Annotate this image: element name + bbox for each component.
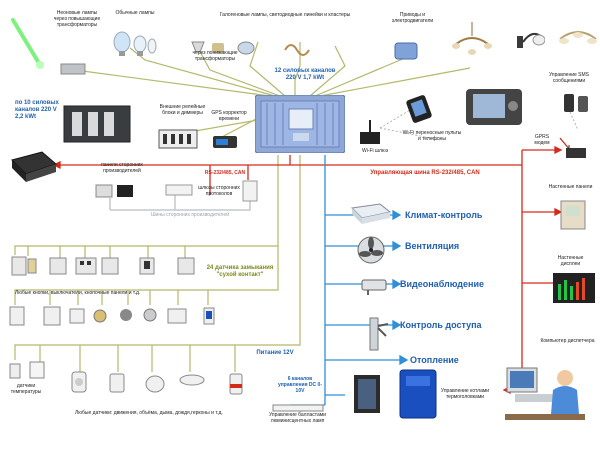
system-heating-label: Отопление	[410, 355, 459, 365]
gateways-bus-label: Шины сторонних производителей	[150, 212, 230, 218]
control-bus-label: Управляющая шина RS-232/485, CAN	[370, 170, 480, 176]
wall-display-icon	[552, 272, 596, 309]
dimmer-box-icon	[8, 148, 58, 191]
power-12v-label: Питание 12V	[256, 350, 294, 356]
ordinary-lamps-label: Обычные лампы	[115, 10, 155, 16]
wall-displays-label: Настенные дисплеи	[557, 255, 584, 267]
boiler-icon	[398, 368, 438, 425]
gateways-label: шлюзы сторонних протоколов	[198, 185, 240, 197]
relay-blocks-label: Внешние релейные блоки и диммеры	[159, 104, 206, 116]
motor-drive-icon	[393, 40, 421, 67]
ceiling-lamp-icon	[558, 25, 598, 52]
neon-tube-icon	[8, 15, 48, 75]
air-conditioner-icon	[348, 200, 392, 233]
ballast-label: Управление балластами люминисцентных лам…	[268, 412, 327, 424]
power-module-icon	[62, 98, 132, 151]
gps-module-icon	[212, 134, 238, 155]
rs-bus-short-label: RS-232/485, CAN	[204, 170, 246, 176]
wifi-router-icon	[357, 118, 383, 151]
drives-label: Приводы и электродвигатели	[391, 12, 434, 24]
dc-channels-label: 6 каналов управления DC 0-10V	[278, 376, 322, 394]
relay-block-icon	[158, 128, 198, 155]
boilers-label: Управление котлами термоголовками	[440, 388, 490, 400]
wifi-gateway-label: Wi-Fi шлюз	[361, 148, 389, 154]
power-channels-right-label: 12 силовых каналов 220 V 1,7 kWt	[274, 68, 336, 81]
system-video-label: Видеонаблюдение	[400, 279, 485, 289]
temperature-sensor-icon	[8, 360, 48, 385]
gprs-label: GPRS модем	[534, 134, 550, 146]
system-ventilation-label: Вентиляция	[405, 241, 460, 251]
halogen-spot-icon	[190, 38, 320, 63]
halogen-label: Галогеновые лампы, светодиодные линейки …	[219, 12, 351, 18]
touch-panel-icon	[465, 88, 523, 131]
temp-sensors-label: датчики температуры	[10, 383, 42, 395]
operator-pc-icon	[505, 360, 590, 435]
gps-label: GPS корректор времени	[211, 110, 247, 122]
motion-sensor-icon	[70, 370, 250, 405]
dispatcher-pc-label: Компьютер диспетчера	[540, 338, 595, 344]
third-party-panels-label: панели сторонних производителей	[101, 162, 143, 174]
power-channels-left-label: по 10 силовых каналов 220 V 2,2 kWt	[15, 100, 59, 120]
wall-lamp-icon	[515, 28, 546, 59]
gprs-modem-icon	[565, 145, 587, 164]
turnstile-icon	[360, 310, 390, 357]
gsm-phone-icon	[562, 92, 592, 119]
wifi-remotes-label: Wi-Fi переносные пульты и телефоны	[402, 130, 462, 142]
fridge-icon	[352, 373, 382, 420]
any-sensors-label: Любые датчики: движения, объёма, дыма, д…	[75, 410, 223, 416]
any-buttons-label: Любые кнопки, выключатели, кнопочные пан…	[15, 290, 141, 296]
wall-panel-icon	[560, 200, 586, 235]
smartphone-icon	[405, 95, 433, 128]
push-button-icon	[8, 305, 218, 332]
cctv-camera-icon	[358, 276, 392, 301]
light-bulb-icon	[110, 30, 160, 65]
step-down-label: через понижающие трансформаторы	[192, 50, 238, 62]
gateway-module-icon	[165, 183, 193, 201]
transformer-icon	[60, 62, 86, 81]
chandelier-icon	[452, 22, 492, 67]
ballast-icon	[272, 400, 324, 418]
controller-hub-icon	[254, 94, 346, 154]
push-button-icon	[10, 255, 210, 282]
panel-device-icon	[95, 183, 135, 204]
gateway-module-icon	[242, 180, 258, 207]
sms-label: Управление SMS сообщениями	[548, 72, 590, 84]
fan-icon	[355, 235, 387, 270]
system-climate-label: Климат-контроль	[405, 210, 483, 220]
wall-panels-label: Настенные панели	[548, 184, 593, 190]
system-access-label: Контроль доступа	[400, 320, 482, 330]
neon-label: Неоновые лампы через повышающие трансфор…	[53, 10, 101, 28]
dry-contact-label: 24 датчика замыкания "сухой контакт"	[206, 265, 274, 278]
